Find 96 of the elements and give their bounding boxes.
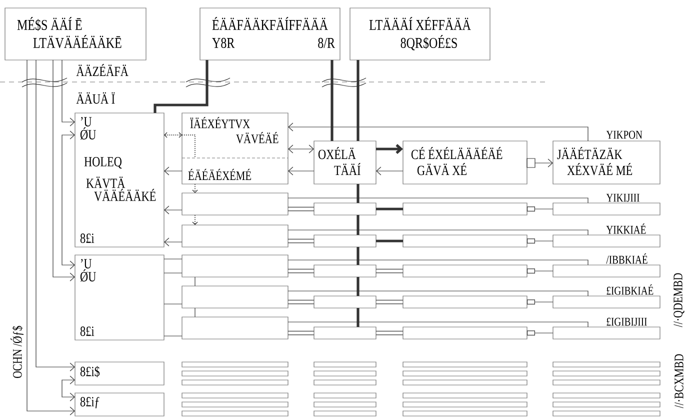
connector-line <box>288 242 314 244</box>
arrow <box>164 166 182 176</box>
connector-line <box>527 330 554 336</box>
bar <box>552 296 660 308</box>
vertical-label: //·BCXMBD <box>674 354 684 408</box>
connector-line <box>288 206 314 208</box>
connector-line <box>356 60 360 141</box>
bar <box>552 234 660 248</box>
arrow <box>192 214 198 225</box>
connector-line <box>288 272 314 274</box>
arrow <box>36 60 75 372</box>
connector-line <box>194 276 196 286</box>
arrow <box>62 60 75 126</box>
process-box: ÏÄÉXÉYTVX VÄVÉÄÉ ÉÄÉÄÉXÉMÉ <box>182 112 288 184</box>
connector-line <box>356 308 360 327</box>
bar <box>182 286 288 308</box>
bar <box>402 202 528 216</box>
connector-line <box>288 238 314 240</box>
arrow <box>288 122 588 142</box>
bar <box>182 254 288 278</box>
connector-line <box>376 240 403 242</box>
text-label: ÄÄUÄ Ï <box>76 92 115 104</box>
block-box: MÉ$S ÄÄÍ Ē LTÄVÄÄÉÄÄKĒ <box>4 8 146 60</box>
connector-line <box>527 206 554 212</box>
arrow <box>52 60 75 282</box>
process-box: CÉ ÉXÉLÄÄÄÉÄÉ GÄVÄ XÉ <box>402 140 528 184</box>
process-box: 8£iƒ <box>74 392 164 416</box>
bar <box>402 264 528 278</box>
connector-line <box>356 277 360 296</box>
process-box: JÄÄÉTÄZÄK XÉXVÄÉ MÉ <box>552 140 660 184</box>
connector-line <box>527 300 554 304</box>
connector-line <box>288 230 588 236</box>
vertical-label: OCHN /Ǿƒ$ <box>10 326 24 378</box>
bar <box>182 316 288 340</box>
bar <box>402 234 528 248</box>
arrow <box>26 60 75 416</box>
connector-line <box>527 238 554 244</box>
arrow <box>376 144 403 154</box>
arrow <box>526 158 553 168</box>
connector-line <box>356 215 360 235</box>
bar <box>402 326 528 340</box>
arrow <box>164 238 182 246</box>
block-box: LTÄÄÄÍ XÉFFÄÄÄ 8QR$OÉ£S <box>350 8 490 60</box>
bar <box>552 326 660 340</box>
vertical-label: //·QDEMBD <box>674 273 684 328</box>
signal-label: £IGIBKIAÉ <box>606 284 654 295</box>
connector-line <box>288 268 314 270</box>
connector-line <box>376 268 404 270</box>
bar <box>314 202 376 216</box>
connector-line <box>356 184 360 203</box>
connector-line <box>288 290 588 296</box>
connector-line <box>164 272 182 274</box>
arrow <box>288 144 314 154</box>
connector-line <box>376 272 404 274</box>
process-box: ’U ǾU 8£i <box>74 254 164 340</box>
arrow <box>192 184 198 193</box>
process-box: OXÉLÄ TÄÄÍ <box>314 140 376 184</box>
text-label: ÄÄZÉÄFÄ <box>76 64 128 76</box>
signal-label: YIKIJIII <box>606 194 640 202</box>
bar <box>314 264 376 278</box>
signal-label: YIKPON <box>606 130 642 139</box>
bar <box>182 192 288 216</box>
connector-line <box>154 60 208 113</box>
arrow <box>164 132 182 138</box>
connector-line <box>527 268 554 274</box>
signal-label: /IBBKIAÉ <box>606 253 648 264</box>
bar <box>182 224 288 248</box>
arrow <box>288 166 314 176</box>
arrow <box>164 206 182 214</box>
block-box: ÉÄÄFÄÄKFÄÍFFÄÄÄ Y8R 8/R <box>200 8 340 60</box>
bar <box>314 234 376 248</box>
signal-label: YIKKIAÉ <box>606 224 646 234</box>
connector-line <box>288 260 588 266</box>
connector-line <box>164 258 182 260</box>
bar <box>552 264 660 278</box>
bar <box>552 202 660 216</box>
process-box: ’U ǾU HOLEQ KÄVTÄ VÄÄÉÄÄKÉ 8£i <box>74 112 164 248</box>
arrow <box>62 376 75 402</box>
bar <box>314 296 376 308</box>
connector-line <box>376 330 404 332</box>
connector-line <box>356 247 360 265</box>
connector-line <box>330 60 334 141</box>
connector-line <box>288 198 588 204</box>
connector-line <box>288 334 314 336</box>
arrow <box>62 130 75 270</box>
connector-line <box>288 330 314 332</box>
arrow <box>376 166 404 176</box>
bar <box>314 326 376 340</box>
bar <box>402 296 528 308</box>
connector-line <box>288 210 314 212</box>
connector-line <box>376 334 404 336</box>
connector-line <box>194 308 196 318</box>
connector-line <box>288 322 588 328</box>
signal-label: £IGIBIJIII <box>606 318 647 326</box>
connector-line <box>376 208 403 210</box>
process-box: 8£i$ <box>74 362 164 386</box>
